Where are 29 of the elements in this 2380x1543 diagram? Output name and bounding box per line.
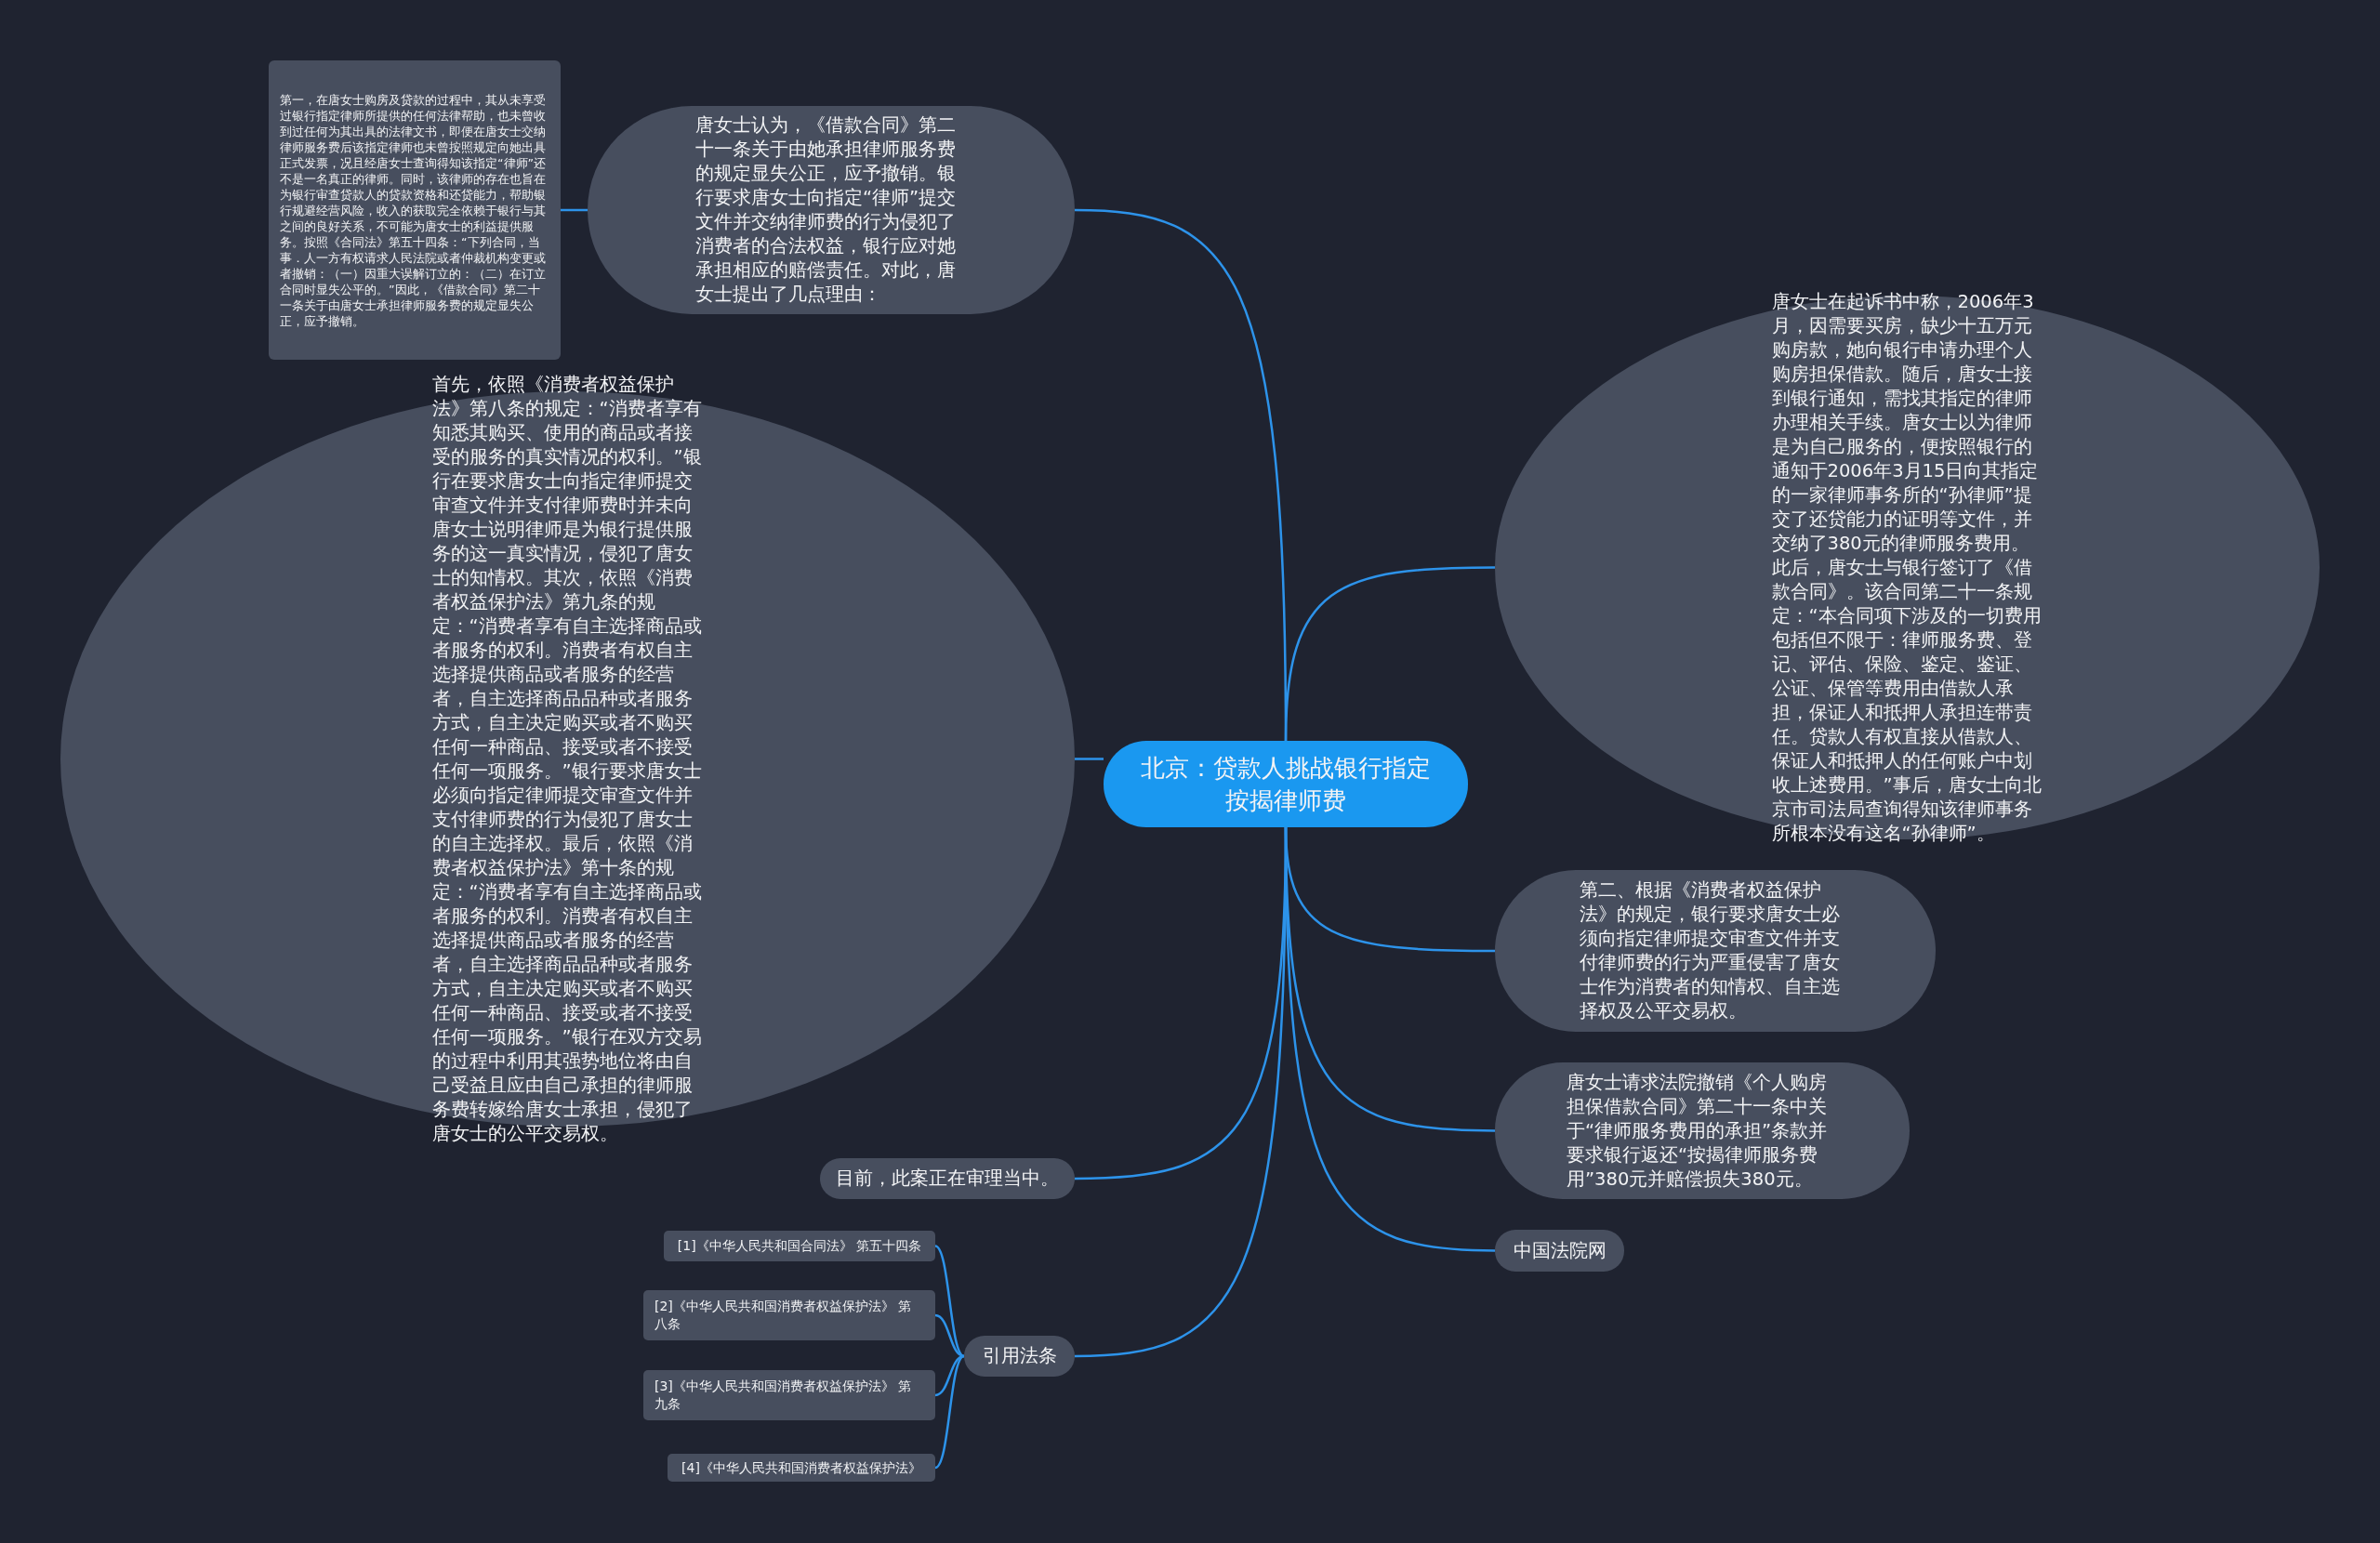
topic-bubble	[820, 1158, 1075, 1199]
reference-text: [1]《中华人民共和国合同法》 第五十四条	[677, 1237, 922, 1255]
connector-line	[934, 1354, 965, 1397]
reference-text: [4]《中华人民共和国消费者权益保护法》	[681, 1458, 921, 1477]
connector-line	[1284, 566, 1495, 742]
topic-text: 唐女士在起诉书中称，2006年3月，因需要买房，缺少十五万元购房款，她向银行申请办理个人购房担保借款。随后，唐女士接到银行通知，需找其指定的律师办理相关手续。唐女士以为律师是为自己服务的，便按照银行的通知于2006年3月15日向其指定的一家律师事务所的“孙律师”提交了还贷能力的证明等文件，并交纳了380元的律师服务费用。此后，唐女士与银行签订了《借款合同》。该合同第二十一条规定：“本合同项下涉及的一切费用包括但不限于：律师服务费、登记、评估、保险、鉴定、鉴证、公证、保管等费用由借款人承担，保证人和抵押人承担连带责任。贷款人有权直接从借款人、保证人和抵押人的任何账户中划收上述费用。”事后，唐女士向北京市司法局查询得知该律师事务所根本没有这名“孙律师”。	[1771, 289, 2043, 846]
note-box	[269, 60, 561, 360]
topic-text: 唐女士认为，《借款合同》第二十一条关于由她承担律师服务费的规定显失公正，应予撤销。银行要求唐女士向指定“律师”提交文件并交纳律师费的行为侵犯了消费者的合法权益，银行应对她承担相应的赔偿责任。对此，唐女士提出了几点理由：	[695, 113, 958, 307]
topic-bubble	[964, 1336, 1075, 1377]
topic-title: 北京：贷款人挑战银行指定按揭律师费	[1140, 752, 1432, 816]
topic-text: 唐女士请求法院撤销《个人购房担保借款合同》第二十一条中关于“律师服务费用的承担”条款并要求银行返还“按揭律师服务费用”380元并赔偿损失380元。	[1567, 1070, 1829, 1192]
connector-line	[1075, 758, 1104, 760]
topic-text: 中国法院网	[1513, 1238, 1606, 1263]
connector-line	[934, 1354, 965, 1470]
connector-line	[561, 208, 588, 212]
topic-bubble	[1495, 1230, 1624, 1272]
topic-text: 目前，此案正在审理当中。	[836, 1167, 1059, 1191]
reference-box	[664, 1231, 935, 1261]
reference-box	[643, 1370, 935, 1420]
topic-text: 引用法条	[982, 1344, 1057, 1368]
connector-line	[1074, 827, 1288, 1358]
reference-text: [3]《中华人民共和国消费者权益保护法》 第九条	[654, 1378, 913, 1413]
reference-box	[643, 1290, 935, 1340]
reference-box	[668, 1454, 935, 1482]
note-text: 第一，在唐女士购房及贷款的过程中，其从未享受过银行指定律师所提供的任何法律帮助，也未曾收到过任何为其出具的法律文书，即便在唐女士交纳律师服务费后该指定律师也未曾按照规定向她出具正式发票，况且经唐女士查询得知该指定“律师”还不是一名真正的律师。同时，该律师的存在也旨在为银行审查贷款人的贷款资格和还贷能力，帮助银行规避经营风险，收入的获取完全依赖于银行与其之间的良好关系，不可能为唐女士的利益提供服务。按照《合同法》第五十四条：“下列合同，当事．人一方有权请求人民法院或者仲裁机构变更或者撤销：（一）因重大误解订立的：（二）在订立合同时显失公平的。”因此，《借款合同》第二十一条关于由唐女士承担律师服务费的规定显失公正，应予撤销。	[280, 91, 548, 329]
topic-text: 第二、根据《消费者权益保护法》的规定，银行要求唐女士必须向指定律师提交审查文件并支付律师费的行为严重侵害了唐女士作为消费者的知情权、自主选择权及公平交易权。	[1580, 878, 1841, 1023]
connector-line	[934, 1313, 965, 1358]
reference-text: [2]《中华人民共和国消费者权益保护法》 第八条	[654, 1298, 913, 1333]
topic-text: 首先，依照《消费者权益保护法》第八条的规定：“消费者享有知悉其购买、使用的商品或者接受的服务的真实情况的权利。”银行在要求唐女士向指定律师提交审查文件并支付律师费时并未向唐女士说明律师是为银行提供服务的这一真实情况，侵犯了唐女士的知情权。其次，依照《消费者权益保护法》第九条的规定：“消费者享有自主选择商品或者服务的权利。消费者有权自主选择提供商品或者服务的经营者，自主选择商品品种或者服务方式，自主决定购买或者不购买任何一种商品、接受或者不接受任何一项服务。”银行要求唐女士必须向指定律师提交审查文件并支付律师费的行为侵犯了唐女士的自主选择权。最后，依照《消费者权益保护法》第十条的规定：“消费者享有自主选择商品或者服务的权利。消费者有权自主选择提供商品或者服务的经营者，自主选择商品品种或者服务方式，自主决定购买或者不购买任何一种商品、接受或者不接受任何一项服务。”银行在双方交易的过程中利用其强势地位将由自己受益且应由自己承担的律师服务费转嫁给唐女士承担，侵犯了唐女士的公平交易权。	[431, 372, 703, 1146]
